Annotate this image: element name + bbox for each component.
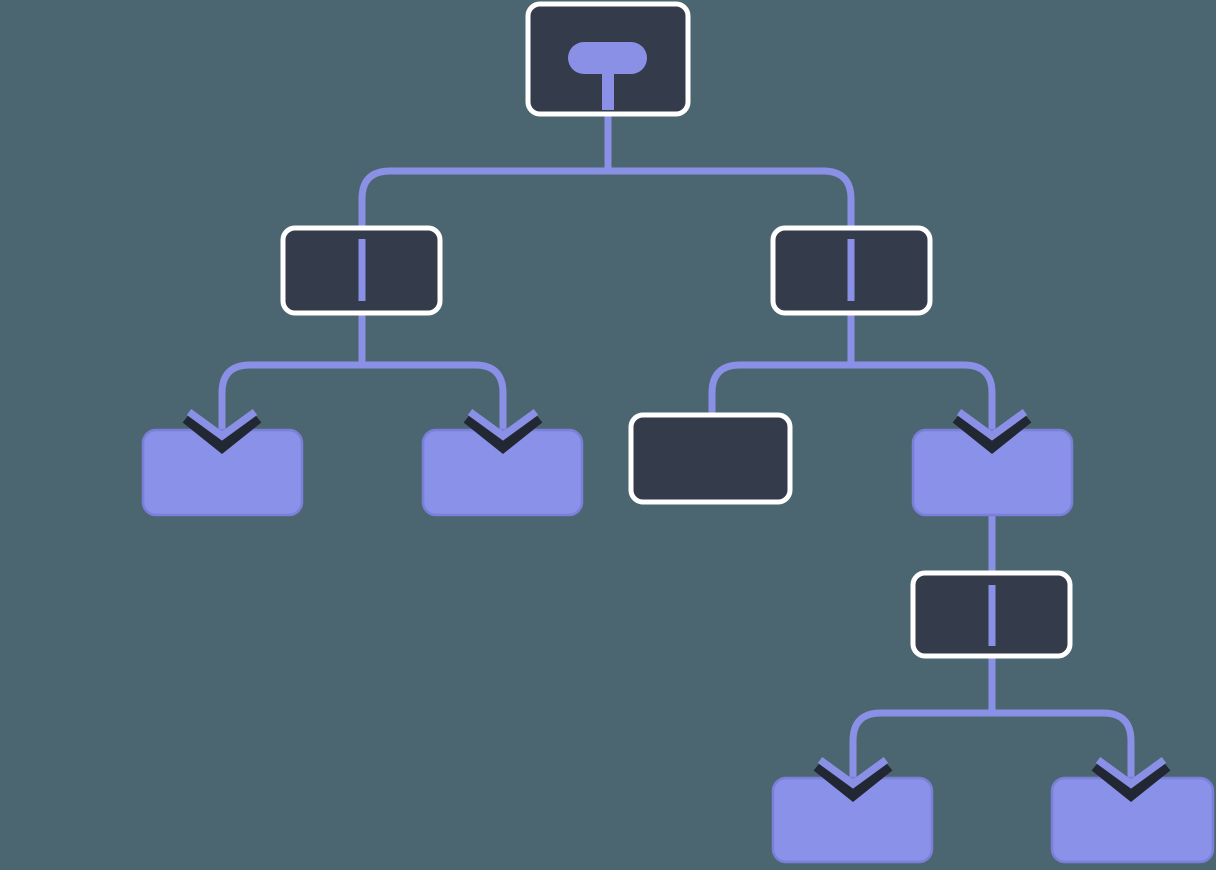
root-pill-icon <box>568 42 647 110</box>
node-leaf-4 <box>771 776 934 864</box>
chevron-dark-stroke <box>813 759 893 802</box>
chevron-purple-stroke <box>186 408 258 441</box>
chevron-purple-stroke <box>817 756 889 789</box>
root-pill-shape <box>568 42 647 74</box>
chevron-dark-stroke <box>182 411 262 454</box>
double-chevron-down-icon <box>463 408 543 454</box>
arrow-markers <box>182 408 1171 802</box>
connectors <box>218 110 1135 780</box>
vertical-line-icon <box>847 239 855 301</box>
chevron-purple-stroke <box>1095 756 1167 789</box>
double-chevron-down-icon <box>1091 756 1171 802</box>
connector-splitbottom-children <box>849 709 1135 780</box>
root-pill-stem <box>602 68 614 110</box>
node-root <box>525 1 691 117</box>
node-split-bottom <box>910 570 1073 659</box>
node-leaf-5 <box>1050 776 1215 864</box>
chevron-dark-stroke <box>463 411 543 454</box>
chevron-dark-stroke <box>1091 759 1171 802</box>
node-leaf-1 <box>141 428 304 517</box>
vertical-line-icon <box>358 239 366 301</box>
connector-root-children <box>358 167 855 230</box>
chevron-purple-stroke <box>956 408 1028 441</box>
chevron-purple-stroke <box>467 408 539 441</box>
double-chevron-down-icon <box>952 408 1032 454</box>
node-leaf-2 <box>421 428 584 517</box>
node-leaf-3 <box>911 428 1074 517</box>
double-chevron-down-icon <box>182 408 262 454</box>
double-chevron-down-icon <box>813 756 893 802</box>
node-leaf-dark <box>628 412 793 505</box>
node-split-left <box>280 225 443 316</box>
vertical-line-icon <box>988 585 996 646</box>
chevron-dark-stroke <box>952 411 1032 454</box>
connector-splitright-children <box>708 361 996 432</box>
connector-splitleft-children <box>218 361 507 432</box>
node-split-right <box>770 225 933 316</box>
nodes <box>141 1 1215 864</box>
